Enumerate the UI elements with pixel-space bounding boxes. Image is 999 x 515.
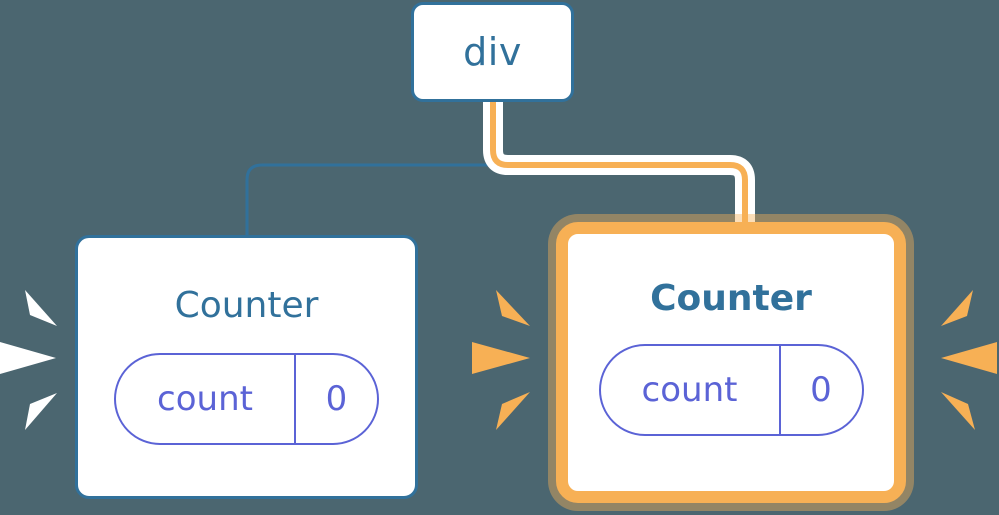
node-counter-right-title: Counter	[650, 278, 812, 319]
rays-right-counter-right	[941, 290, 997, 430]
ray-orange-lower	[496, 392, 530, 430]
rays-right-counter-left	[472, 290, 530, 430]
state-key-label: count	[641, 370, 738, 410]
ray-orange-lower	[941, 392, 975, 430]
edge-div-to-right-counter	[490, 100, 748, 228]
node-counter-left[interactable]: Counter count 0	[75, 235, 418, 499]
rays-left-counter-left	[0, 290, 57, 430]
state-pill-left: count 0	[114, 353, 379, 445]
ray-white-upper	[25, 290, 57, 326]
ray-white-lower	[25, 393, 57, 430]
ray-white-middle	[0, 342, 56, 374]
ray-orange-middle	[472, 342, 530, 374]
node-counter-right[interactable]: Counter count 0	[556, 222, 906, 503]
state-pill-right: count 0	[598, 344, 864, 436]
state-value-label: 0	[294, 355, 377, 443]
node-counter-left-title: Counter	[174, 285, 319, 326]
ray-orange-upper	[496, 290, 530, 326]
ray-orange-middle	[941, 342, 997, 374]
state-value-label: 0	[778, 346, 862, 434]
edge-div-to-left-counter	[245, 102, 495, 236]
state-key-label: count	[157, 379, 253, 419]
node-div[interactable]: div	[411, 2, 574, 102]
node-div-label: div	[463, 30, 522, 74]
edge-div-to-right-counter-halo	[483, 100, 755, 228]
ray-orange-upper	[941, 290, 973, 326]
